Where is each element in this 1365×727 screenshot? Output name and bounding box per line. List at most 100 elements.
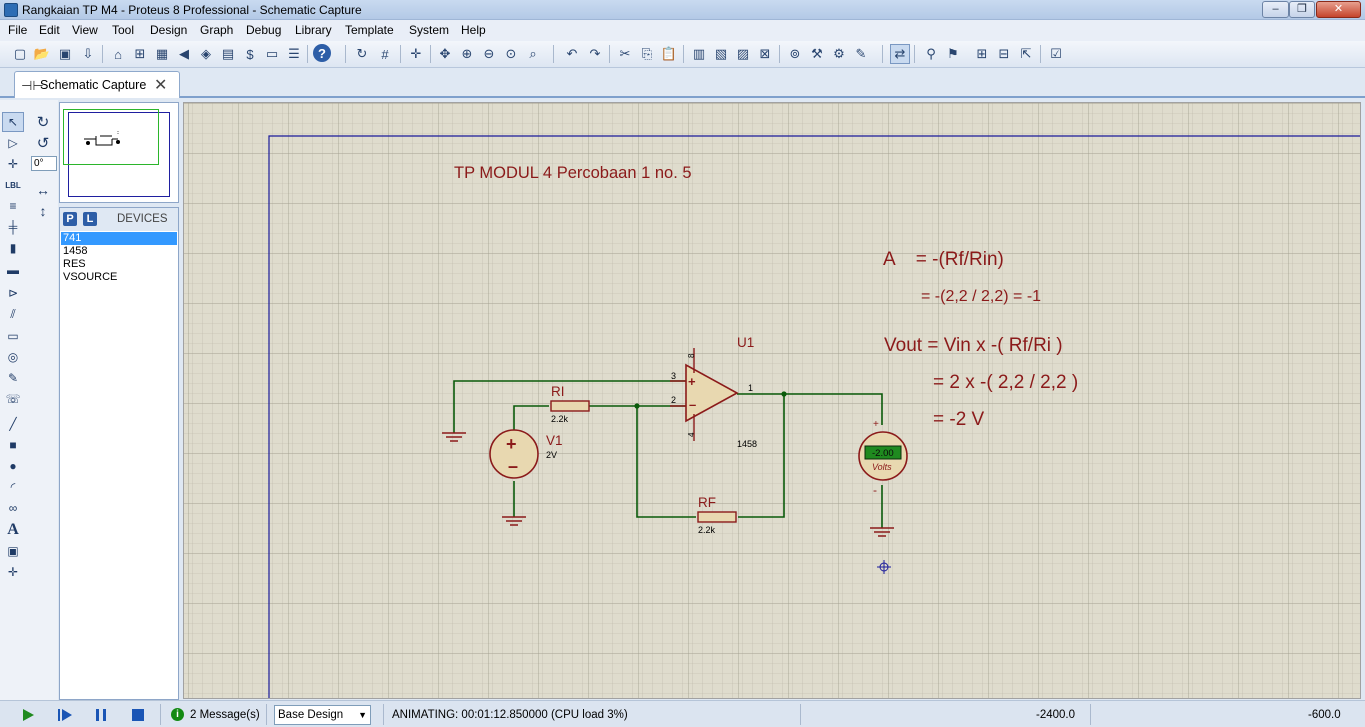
help-icon[interactable]: ? (313, 44, 331, 62)
mirror-vertical-icon[interactable]: ↕ (39, 203, 47, 219)
pick-devices-button[interactable]: P (63, 212, 77, 226)
menu-tool[interactable]: Tool (112, 23, 135, 37)
block-copy-icon[interactable]: ▥ (692, 46, 706, 61)
circle-tool-icon[interactable]: ● (9, 459, 17, 473)
rotate-anticlockwise-icon[interactable]: ↺ (36, 135, 50, 152)
notes-icon[interactable]: ☰ (288, 46, 300, 61)
tab-schematic-capture[interactable]: ⊣⊢ Schematic Capture ✕ (14, 71, 180, 98)
buses-icon[interactable]: ╪ (8, 220, 18, 234)
menu-design[interactable]: Design (150, 23, 188, 37)
selection-mode-icon[interactable]: ↖ (2, 112, 24, 132)
paste-icon[interactable]: 📋 (660, 46, 678, 61)
message-count[interactable]: 2 Message(s) (190, 709, 260, 721)
overview-viewport[interactable] (63, 109, 159, 165)
text-tool-icon[interactable]: A (7, 521, 19, 538)
menu-template[interactable]: Template (345, 23, 394, 37)
save-icon[interactable]: ▣ (58, 46, 72, 61)
device-item[interactable]: RES (63, 258, 86, 270)
overview-window[interactable] (59, 102, 179, 203)
home-icon[interactable]: ⌂ (114, 46, 122, 62)
voltage-source-v1[interactable]: + – (489, 429, 539, 479)
menu-file[interactable]: File (8, 23, 28, 37)
grid-toggle-icon[interactable]: # (381, 46, 389, 62)
device-pins-icon[interactable]: ⊳ (7, 286, 19, 300)
exit-to-parent-icon[interactable]: ⇱ (1020, 46, 1032, 61)
zoom-all-icon[interactable]: ⊙ (505, 46, 517, 61)
gerber-icon[interactable]: ▤ (221, 46, 235, 61)
block-rotate-icon[interactable]: ▨ (736, 46, 750, 61)
menu-library[interactable]: Library (295, 23, 332, 37)
refresh-icon[interactable]: ↻ (356, 46, 368, 61)
menu-help[interactable]: Help (461, 23, 486, 37)
close-tab-icon[interactable]: ✕ (154, 77, 168, 94)
ground-symbol[interactable] (502, 516, 526, 526)
wire-label-icon[interactable]: LBL (5, 180, 21, 190)
menu-edit[interactable]: Edit (39, 23, 60, 37)
back-icon[interactable]: ◀ (179, 46, 189, 61)
import-icon[interactable]: ⇩ (82, 46, 94, 61)
library-manager-button[interactable]: L (83, 212, 97, 226)
stop-simulation-icon[interactable] (129, 706, 147, 724)
menu-graph[interactable]: Graph (200, 23, 234, 37)
zoom-area-icon[interactable]: ⌕ (529, 46, 537, 61)
zoom-in-icon[interactable]: ⊕ (461, 46, 473, 61)
origin-icon[interactable]: ✛ (410, 46, 422, 61)
open-folder-icon[interactable]: 📂 (33, 46, 51, 61)
bom-icon[interactable]: $ (246, 46, 254, 62)
close-window-button[interactable]: ✕ (1316, 1, 1361, 18)
property-tool-icon[interactable]: ⚑ (947, 46, 959, 61)
pcb-layout-icon[interactable]: ▦ (155, 46, 169, 61)
graph-mode-icon[interactable]: ⫽ (10, 306, 16, 321)
component-mode-icon[interactable]: ▷ (8, 136, 18, 150)
decompose-icon[interactable]: ✎ (855, 46, 867, 61)
info-icon[interactable]: i (171, 708, 184, 721)
ground-symbol[interactable] (870, 527, 894, 537)
source-code-icon[interactable]: ▭ (265, 46, 279, 61)
remove-sheet-icon[interactable]: ⊟ (998, 46, 1010, 61)
virtual-instruments-icon[interactable]: ☏ (5, 392, 21, 406)
restore-button[interactable]: ❐ (1289, 1, 1315, 18)
packaging-tool-icon[interactable]: ⚙ (833, 46, 845, 61)
menu-system[interactable]: System (409, 23, 450, 37)
resistor-ri[interactable] (550, 400, 590, 412)
terminals-icon[interactable]: ▬ (7, 263, 19, 277)
make-device-icon[interactable]: ⚒ (811, 46, 823, 61)
zoom-out-icon[interactable]: ⊖ (483, 46, 495, 61)
pause-simulation-icon[interactable] (92, 706, 110, 724)
arc-tool-icon[interactable]: ◜ (10, 480, 16, 494)
device-item[interactable]: VSOURCE (63, 271, 118, 283)
wire-autorouter-icon[interactable]: ⇄ (890, 44, 910, 64)
search-tag-icon[interactable]: ⚲ (926, 46, 936, 61)
rotate-clockwise-icon[interactable]: ↻ (36, 114, 50, 131)
cut-icon[interactable]: ✂ (619, 46, 631, 61)
text-script-icon[interactable]: ≡ (9, 199, 17, 213)
tape-recorder-icon[interactable]: ▭ (7, 329, 19, 343)
minimize-button[interactable]: – (1262, 1, 1289, 18)
schematic-canvas[interactable]: TP MODUL 4 Percobaan 1 no. 5 A = -(Rf/Ri… (183, 102, 1361, 699)
device-item[interactable]: 1458 (63, 245, 88, 257)
pick-parts-icon[interactable]: ⊚ (789, 46, 801, 61)
mirror-horizontal-icon[interactable]: ↔ (36, 182, 50, 198)
subcircuit-icon[interactable]: ▮ (9, 241, 17, 255)
voltage-probe-icon[interactable]: ✎ (7, 371, 19, 385)
junction-dot-icon[interactable]: ✛ (7, 157, 19, 171)
electrical-rule-check-icon[interactable]: ☑ (1050, 46, 1062, 61)
generator-icon[interactable]: ◎ (7, 350, 19, 364)
opamp-u1[interactable]: + – (670, 348, 739, 441)
design-variant-select[interactable]: Base Design ▼ (274, 705, 371, 725)
block-move-icon[interactable]: ▧ (714, 46, 728, 61)
schematic-icon[interactable]: ⊞ (134, 46, 146, 61)
rotation-angle-field[interactable]: 0° (31, 156, 57, 171)
new-file-icon[interactable]: ▢ (13, 46, 27, 61)
step-simulation-icon[interactable] (56, 706, 74, 724)
symbol-tool-icon[interactable]: ▣ (7, 544, 19, 558)
copy-icon[interactable]: ⎘ (641, 46, 653, 61)
new-sheet-icon[interactable]: ⊞ (976, 46, 988, 61)
menu-debug[interactable]: Debug (246, 23, 282, 37)
menu-view[interactable]: View (72, 23, 98, 37)
device-item[interactable]: 741 (61, 232, 177, 245)
path-tool-icon[interactable]: ∞ (8, 501, 18, 515)
ground-symbol[interactable] (442, 432, 466, 442)
redo-icon[interactable]: ↷ (589, 46, 601, 61)
box-tool-icon[interactable]: ■ (9, 438, 17, 452)
